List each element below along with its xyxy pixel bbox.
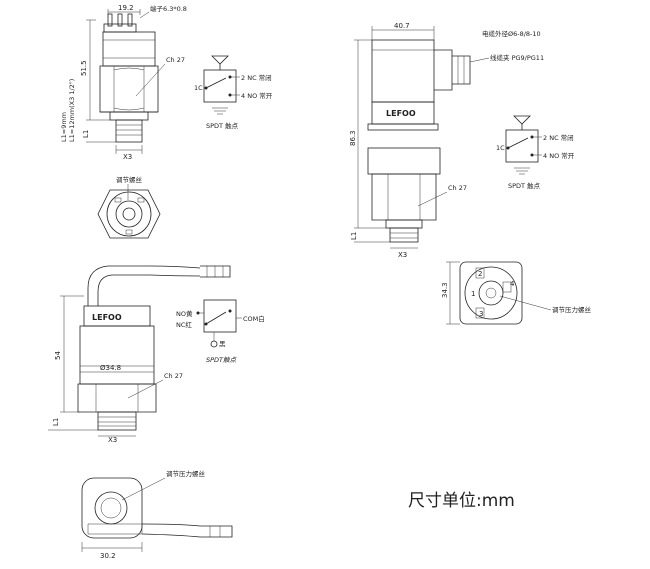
wire-nc: NC红	[176, 320, 192, 329]
bottom-dim-width: 30.2	[100, 552, 116, 560]
wire-no: NO黄	[176, 309, 193, 318]
dim-l1: L1	[82, 130, 90, 138]
din-dim-width: 40.7	[394, 22, 410, 30]
switch-com: 1C	[194, 84, 203, 92]
connector-face-view: 2 1 4 3 34.3 调节压力螺丝	[441, 261, 592, 325]
length-note-2: L1=12mm(X3 1/2")	[68, 79, 76, 142]
switch-right-nc: 2 NC 常闭	[543, 133, 574, 142]
spdt-switch-diagram-cable: NO黄 NC红 COM白 黑 SPDT触点	[176, 299, 265, 364]
switch-caption: SPDT 触点	[206, 121, 239, 130]
thread-label-cable: X3	[108, 436, 117, 444]
thread-label: X3	[123, 153, 132, 161]
pin-4: 4	[510, 280, 515, 288]
side-view-din-connector: LEFOO 40.7 电缆外径Ø6-8/8-10 线缆夹 PG9/PG11 86…	[349, 22, 544, 259]
connector-adjust-label: 调节压力螺丝	[552, 305, 592, 314]
spdt-switch-diagram-right: 1C 2 NC 常闭 4 NO 常开 SPDT 触点	[496, 115, 575, 190]
din-dim-height: 86.3	[349, 130, 357, 146]
side-view-cable: LEFOO 54 L1 Ø34.8 Ch 27 X3	[48, 265, 231, 444]
din-dim-l1: L1	[350, 232, 358, 240]
pin-3: 3	[479, 310, 483, 318]
brand-din: LEFOO	[386, 109, 416, 118]
pin-1: 1	[471, 290, 475, 298]
wire-com: COM白	[243, 314, 265, 323]
switch-nc: 2 NC 常闭	[241, 73, 272, 82]
side-view-spade-terminal: 19.2 端子6.3*0.8 51.5 L1=9mm L1=12mm(X3 1/…	[60, 4, 187, 161]
cable-gland: 线缆夹 PG9/PG11	[490, 53, 544, 62]
connector-dim: 34.3	[441, 282, 449, 298]
brand-cable: LEFOO	[92, 313, 122, 322]
dim-height: 51.5	[80, 60, 88, 76]
adjust-screw-view: 调节螺丝	[97, 175, 161, 239]
pin-2: 2	[478, 270, 482, 278]
switch-right-caption: SPDT 触点	[508, 181, 541, 190]
dim-l1-cable: L1	[52, 418, 60, 426]
switch-right-com: 1C	[496, 144, 505, 152]
hex-label: Ch 27	[166, 56, 185, 64]
dim-width: 19.2	[118, 4, 134, 12]
din-thread-label: X3	[398, 251, 407, 259]
bottom-adjust-label: 调节压力螺丝	[166, 469, 206, 478]
switch-cable-caption: SPDT触点	[206, 356, 238, 364]
dim-diameter: Ø34.8	[100, 364, 121, 372]
switch-right-no: 4 NO 常开	[543, 151, 575, 160]
din-hex-label: Ch 27	[448, 184, 467, 192]
dim-height-cable: 54	[54, 351, 62, 360]
bottom-view: 调节压力螺丝 30.2	[81, 469, 233, 560]
wire-ground: 黑	[219, 340, 226, 348]
terminal-note: 端子6.3*0.8	[150, 4, 187, 13]
cable-od: 电缆外径Ø6-8/8-10	[482, 29, 541, 38]
units-note: 尺寸单位:mm	[408, 491, 515, 511]
length-note-1: L1=9mm	[60, 112, 68, 142]
hex-label-cable: Ch 27	[164, 372, 183, 380]
adjust-label: 调节螺丝	[116, 175, 143, 184]
switch-no: 4 NO 常开	[241, 91, 273, 100]
spdt-switch-diagram-top: 1C 2 NC 常闭 4 NO 常开 SPDT 触点	[194, 55, 273, 130]
